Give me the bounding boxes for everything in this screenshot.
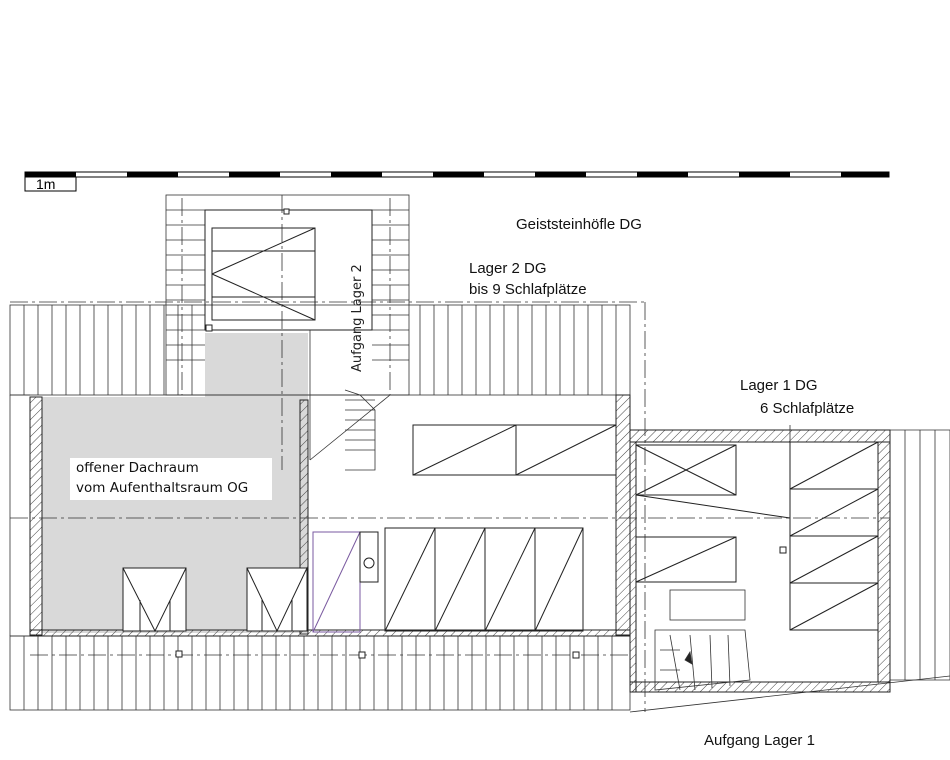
scale-bar	[24, 171, 890, 192]
aufgang-lager-1-label: Aufgang Lager 1	[704, 732, 815, 749]
walls	[29, 394, 891, 693]
plan-title: Geiststeinhöfle DG	[516, 216, 642, 233]
lager-2-label: Lager 2 DG	[469, 260, 547, 277]
open-attic-line-2: vom Aufenthaltsraum OG	[76, 480, 249, 496]
stair-lager-2	[309, 330, 391, 471]
dormer-window	[204, 209, 373, 331]
dashed-lines	[10, 195, 890, 712]
roof-windows	[122, 567, 308, 633]
lager-1-label: Lager 1 DG	[740, 377, 818, 394]
open-attic-line-1: offener Dachraum	[76, 460, 199, 476]
aufgang-lager-2-label: Aufgang Lager 2	[350, 264, 365, 372]
beds-lager-2	[384, 424, 617, 632]
lager-2-capacity: bis 9 Schlafplätze	[469, 281, 587, 298]
roof-tiles	[9, 194, 950, 713]
cabinet	[312, 531, 361, 633]
beds-lager-1	[635, 441, 879, 631]
stair-lager-1	[654, 589, 751, 691]
small-marks	[175, 208, 787, 659]
chimney	[359, 531, 379, 583]
open-attic-label: offener Dachraum vom Aufenthaltsraum OG	[70, 458, 272, 500]
scale-label: 1m	[36, 176, 56, 192]
lager-1-capacity: 6 Schlafplätze	[760, 400, 855, 417]
